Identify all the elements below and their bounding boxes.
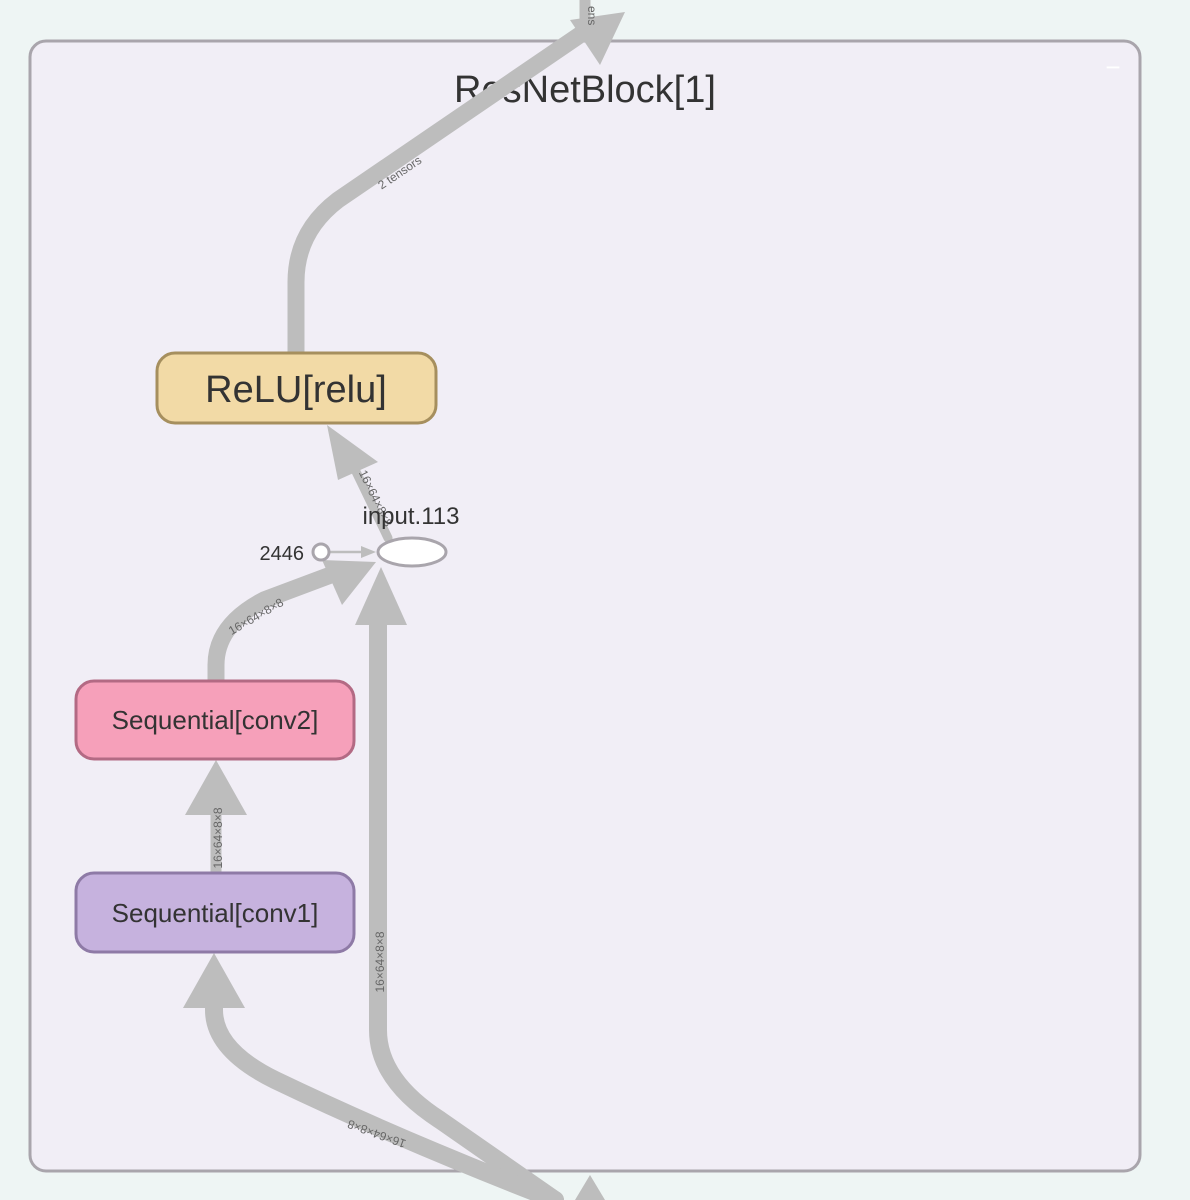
conv2-node-label: Sequential[conv2] [112,705,319,735]
arrowhead-op-from-conv2 [322,560,376,605]
edge-label-top-partial: ens [585,6,599,25]
relu-node-label: ReLU[relu] [205,369,387,411]
const-node[interactable] [311,542,331,562]
arrowhead-conv2 [185,760,247,815]
edge-input-to-conv1[interactable] [205,976,564,1200]
edge-label-skip: 16×64×8×8 [373,931,387,992]
arrowhead-const [361,546,376,558]
arrowhead-out [570,12,625,65]
conv2-node[interactable] [74,679,356,761]
arrowhead-relu [327,425,378,480]
edge-skip[interactable] [369,611,564,1200]
edge-out[interactable] [287,19,599,361]
arrowhead-conv1 [183,953,245,1008]
conv1-node[interactable] [74,871,356,954]
edge-conv2-to-op[interactable] [207,561,353,689]
relu-node[interactable] [155,351,438,425]
edge-label-conv1-to-conv2: 16×64×8×8 [211,807,225,868]
arrowhead-bottom [575,1175,605,1200]
const-node-label: 2446 [260,543,305,565]
arrowhead-op-from-skip [355,567,407,625]
op-node-input-113[interactable] [376,536,448,568]
conv1-node-label: Sequential[conv1] [112,898,319,928]
op-node-label: input.113 [363,503,460,530]
collapse-icon[interactable]: − [1105,52,1120,82]
